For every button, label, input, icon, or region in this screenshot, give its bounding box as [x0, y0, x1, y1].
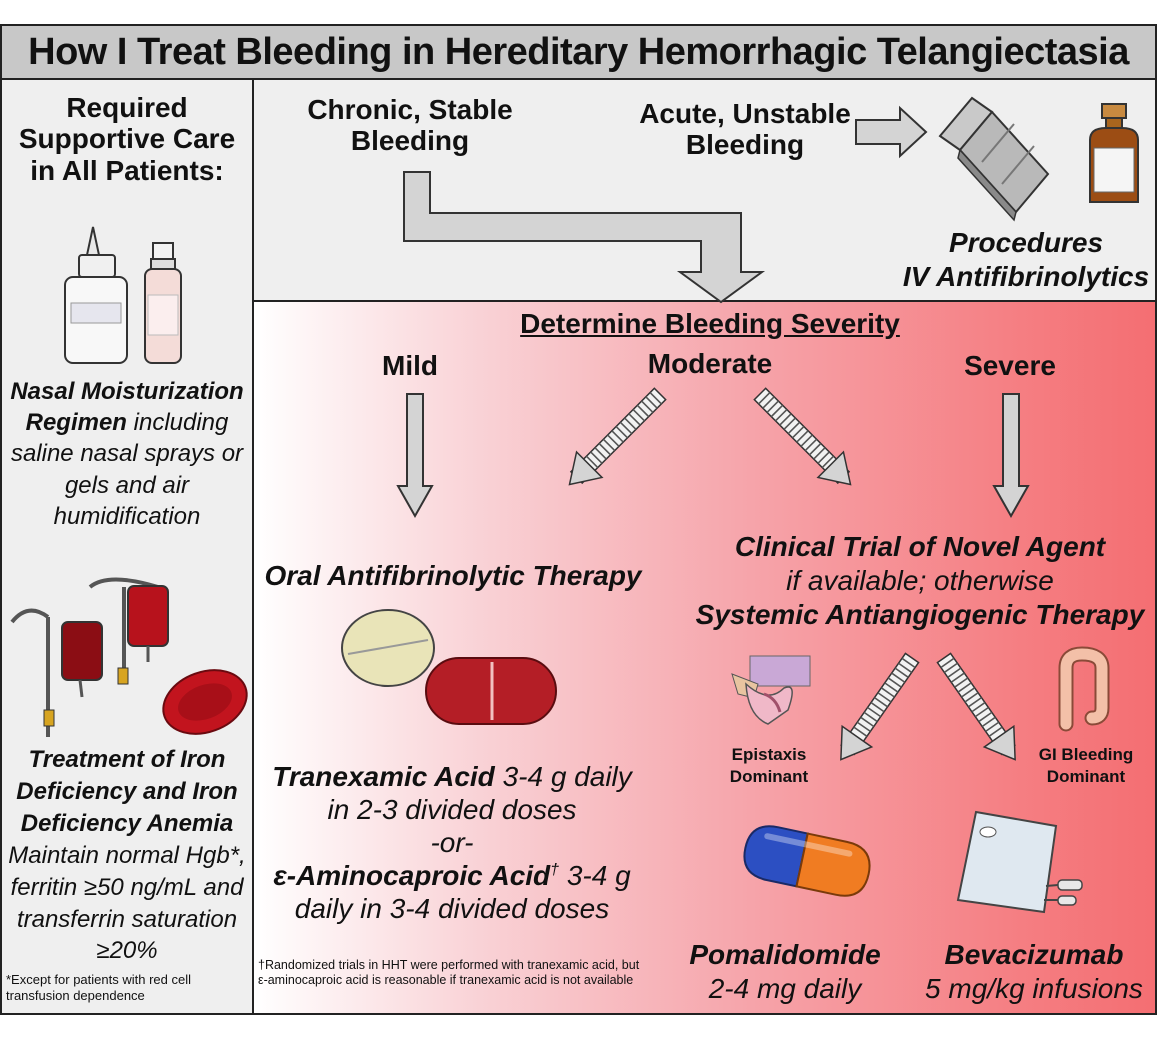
supportive-care-panel [0, 80, 254, 1015]
bevacizumab-iv-bag-icon [956, 810, 1083, 914]
dagger-footnote: †Randomized trials in HHT were performed… [258, 958, 640, 987]
procedure-table-icon [938, 96, 1050, 222]
acute-to-procedures-arrow [855, 105, 928, 159]
nasal-spray-bottles-icon [64, 226, 182, 364]
page-title: How I Treat Bleeding in Hereditary Hemor… [28, 30, 1129, 73]
mild-down-arrow [396, 393, 434, 519]
iron-deficiency-text: Treatment of Iron Deficiency and Iron De… [8, 746, 246, 965]
medication-vial-icon [1089, 103, 1139, 203]
bevacizumab-text: Bevacizumab 5 mg/kg infusions [925, 939, 1143, 1004]
pomalidomide-text: Pomalidomide 2-4 mg daily [689, 939, 881, 1004]
mild-label: Mild [382, 350, 438, 381]
moderate-label: Moderate [647, 348, 773, 379]
determine-severity-heading: Determine Bleeding Severity [520, 308, 900, 339]
moderate-left-arrow [568, 387, 667, 486]
nasal-anatomy-icon [731, 655, 811, 725]
severe-down-arrow [992, 393, 1030, 519]
epistaxis-arrow [840, 652, 920, 761]
chronic-to-severity-arrow [403, 171, 766, 304]
iv-infusion-icon [10, 577, 248, 737]
antifibrinolytic-pills-icon [341, 609, 557, 725]
colon-anatomy-icon [1058, 646, 1110, 732]
gi-bleeding-arrow [936, 652, 1016, 761]
outer-frame [0, 24, 1157, 1015]
novel-agent-text: Clinical Trial of Novel Agent if availab… [695, 531, 1145, 631]
supportive-footnote: *Except for patients with red cell trans… [6, 972, 191, 1003]
tranexamic-acid-text: Tranexamic Acid 3-4 g daily in 2-3 divid… [272, 761, 632, 925]
oral-therapy-heading: Oral Antifibrinolytic Therapy [264, 560, 642, 591]
nasal-regimen-text: Nasal Moisturization Regimen including s… [10, 378, 244, 530]
severe-label: Severe [964, 350, 1056, 381]
moderate-right-arrow [753, 387, 852, 486]
pomalidomide-capsule-icon [743, 825, 871, 897]
